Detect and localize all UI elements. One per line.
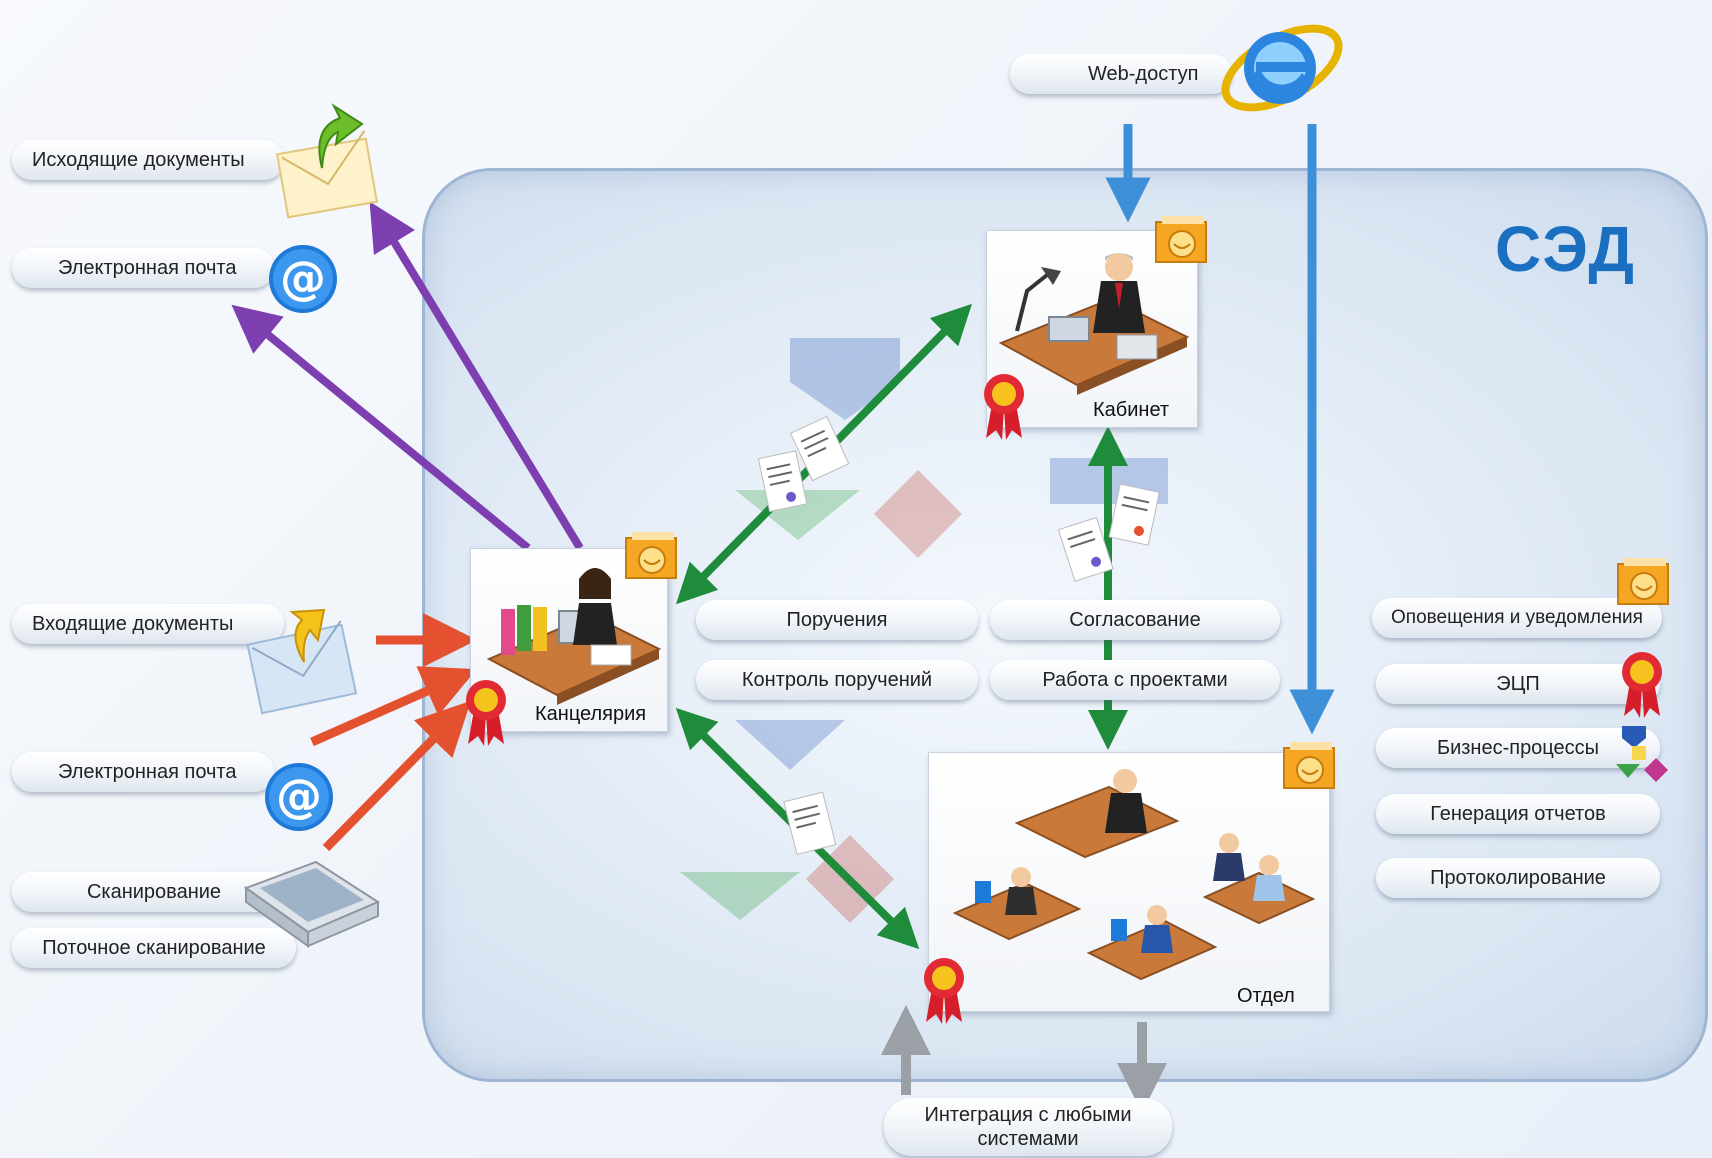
outlook-icon bbox=[625, 532, 677, 579]
cabinet-label: Кабинет bbox=[1093, 399, 1170, 421]
certificate-ribbon-icon bbox=[466, 680, 506, 746]
outgoing-documents-label: Исходящие документы bbox=[12, 140, 284, 180]
at-sign-icon: @ bbox=[269, 245, 337, 313]
feature-notifications: Оповещения и уведомления bbox=[1372, 598, 1662, 638]
department-team-icon bbox=[952, 769, 1316, 981]
arrow-from-incoming-email bbox=[310, 666, 477, 747]
web-access-label: Web-доступ bbox=[1010, 54, 1232, 94]
document-sheet-icon bbox=[783, 791, 837, 855]
browser-e-icon bbox=[1221, 24, 1343, 112]
approval-pill: Согласование bbox=[990, 600, 1280, 640]
feature-report-generation: Генерация отчетов bbox=[1376, 794, 1660, 834]
tasks-pill: Поручения bbox=[696, 600, 978, 640]
manager-at-desk-icon bbox=[998, 253, 1190, 395]
document-sheet-icon bbox=[789, 415, 850, 482]
department-node: Отдел bbox=[928, 752, 1330, 1012]
at-sign-icon: @ bbox=[265, 763, 333, 831]
clerk-at-desk-icon bbox=[486, 568, 662, 705]
incoming-envelope-icon bbox=[246, 608, 358, 715]
tasks-control-pill: Контроль поручений bbox=[696, 660, 978, 700]
outlook-icon bbox=[1155, 216, 1207, 263]
outgoing-envelope-icon bbox=[275, 103, 379, 219]
arrow-from-scanner bbox=[322, 700, 471, 852]
scanning-label: Сканирование bbox=[12, 872, 296, 912]
incoming-email-label: Электронная почта bbox=[12, 752, 274, 792]
projects-pill: Работа с проектами bbox=[990, 660, 1280, 700]
integration-label: Интеграция с любыми системами bbox=[884, 1098, 1172, 1156]
incoming-documents-label: Входящие документы bbox=[12, 604, 284, 644]
outlook-icon bbox=[1617, 558, 1669, 605]
arrow-to-outgoing-documents bbox=[369, 201, 584, 551]
office-label: Канцелярия bbox=[535, 703, 647, 725]
outlook-icon bbox=[1283, 742, 1335, 789]
document-sheet-icon bbox=[1108, 483, 1161, 546]
sed-title: СЭД bbox=[1495, 213, 1636, 285]
department-label: Отдел bbox=[1237, 985, 1295, 1007]
business-process-icon bbox=[1616, 726, 1668, 782]
feature-business-processes: Бизнес-процессы bbox=[1376, 728, 1660, 768]
scanner-icon bbox=[243, 860, 381, 948]
document-sheet-icon bbox=[1057, 516, 1114, 582]
feature-logging: Протоколирование bbox=[1376, 858, 1660, 898]
certificate-ribbon-icon bbox=[984, 374, 1024, 440]
certificate-ribbon-icon bbox=[924, 958, 964, 1024]
svg-text:@: @ bbox=[280, 251, 326, 305]
svg-text:@: @ bbox=[276, 769, 322, 823]
document-sheet-icon bbox=[757, 450, 808, 513]
stream-scanning-label: Поточное сканирование bbox=[12, 928, 296, 968]
certificate-ribbon-icon bbox=[1622, 652, 1662, 718]
feature-digital-signature: ЭЦП bbox=[1376, 664, 1660, 704]
arrow-to-outgoing-email bbox=[231, 304, 531, 552]
outgoing-email-label: Электронная почта bbox=[12, 248, 274, 288]
